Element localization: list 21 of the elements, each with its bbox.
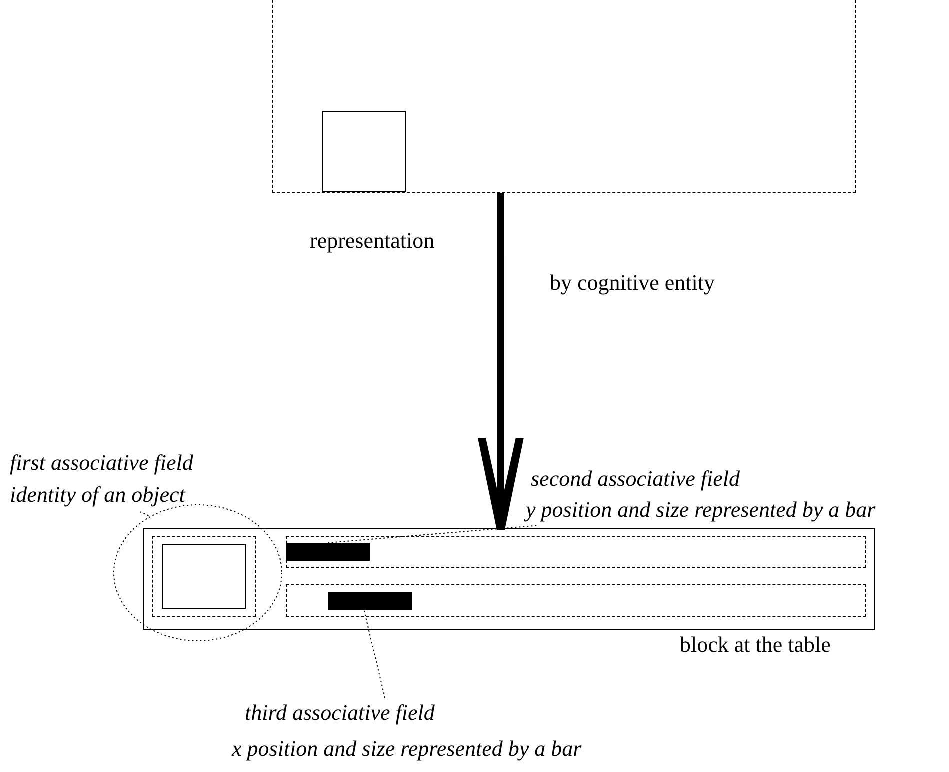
- object-square: [322, 111, 406, 192]
- arrow-label: representation: [310, 228, 435, 254]
- field-box: [286, 536, 866, 568]
- field-description: x position and size represented by a bar: [232, 736, 582, 762]
- field-title: third associative field: [245, 700, 435, 726]
- leader-line: [328, 525, 538, 544]
- arrow-label: by cognitive entity: [550, 270, 715, 296]
- field-title: first associative field: [10, 450, 194, 476]
- field-title: second associative field: [531, 466, 740, 492]
- table-region: [272, 0, 856, 193]
- object-square: [162, 544, 246, 609]
- field-box: [152, 536, 256, 617]
- field-box: [286, 584, 866, 617]
- block-outline: [143, 528, 875, 630]
- field-description: identity of an object: [10, 482, 186, 508]
- position-bar: [286, 543, 370, 561]
- caption-text: block at the table: [680, 632, 831, 658]
- leader-line: [364, 610, 386, 698]
- field-description: y position and size represented by a bar: [526, 497, 876, 524]
- leader-line: [140, 512, 151, 517]
- position-bar: [328, 592, 412, 610]
